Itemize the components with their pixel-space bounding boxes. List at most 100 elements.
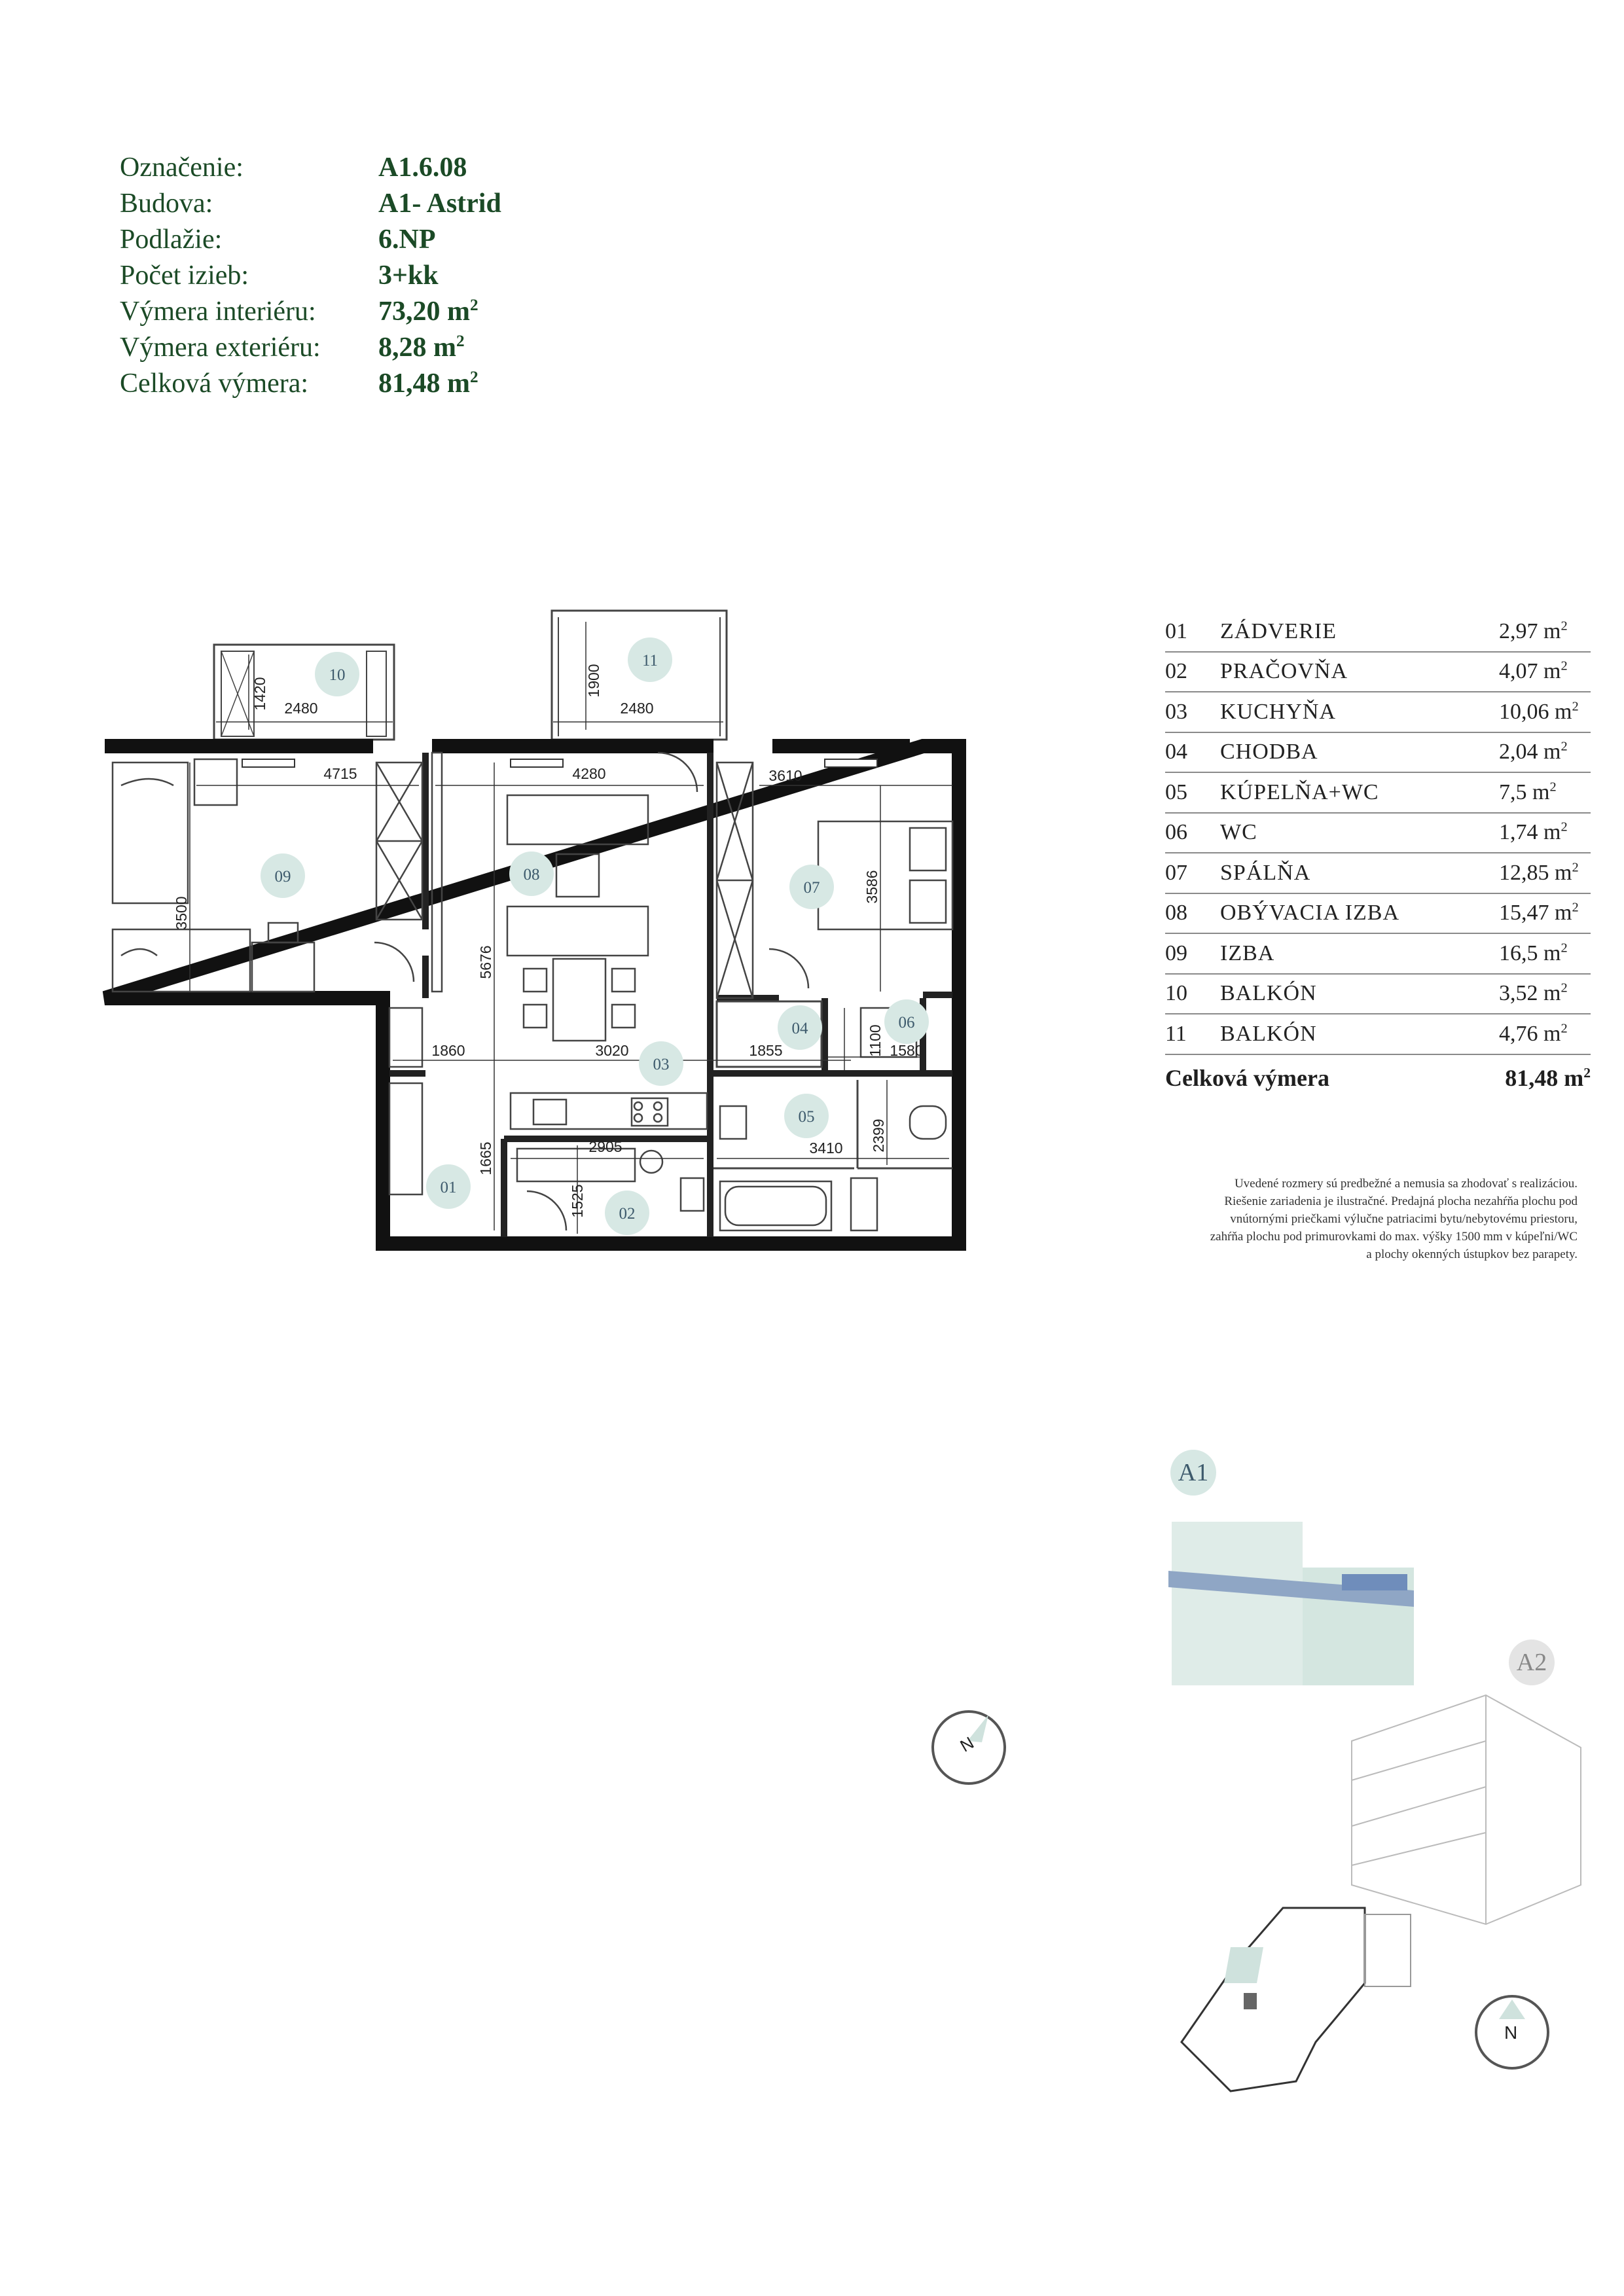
info-row: Celková výmera:81,48 m2 — [120, 365, 501, 401]
room-label-circle — [789, 865, 834, 909]
room-label-circle — [784, 1094, 829, 1138]
info-label: Celková výmera: — [120, 368, 309, 399]
info-row: Počet izieb:3+kk — [120, 257, 501, 293]
room-number: 02 — [1165, 659, 1187, 684]
room-name: BALKÓN — [1220, 1021, 1317, 1046]
room-label-circle — [639, 1041, 683, 1086]
info-row: Budova: A1- Astrid — [120, 185, 501, 221]
dimension-label: 4280 — [572, 765, 605, 782]
room-label: 07 — [804, 879, 820, 897]
info-value: A1- Astrid — [378, 188, 501, 219]
dimension-label: 2399 — [870, 1119, 887, 1152]
room-area: 15,47 m2 — [1499, 900, 1579, 925]
balcony-10 — [213, 643, 395, 741]
room-name: ZÁDVERIE — [1220, 619, 1337, 643]
room-label: 02 — [619, 1205, 636, 1223]
room-08-furniture — [431, 751, 698, 1042]
windows — [242, 759, 878, 768]
dimension-label: 3020 — [595, 1042, 628, 1059]
room-number: 01 — [1165, 619, 1187, 643]
kitchen-furniture — [388, 1007, 708, 1231]
room-row: 05 KÚPELŇA+WC 7,5 m2 — [1165, 773, 1591, 814]
interior-walls — [389, 753, 952, 1237]
info-label: Podlažie: — [120, 224, 223, 255]
room-label-circle — [261, 853, 305, 898]
room-number: 05 — [1165, 780, 1187, 804]
room-row: 11 BALKÓN 4,76 m2 — [1165, 1014, 1591, 1055]
room-area: 4,76 m2 — [1499, 1021, 1568, 1046]
room-name: PRAČOVŇA — [1220, 659, 1348, 684]
room-number: 11 — [1165, 1021, 1187, 1046]
room-table: 01 ZÁDVERIE 2,97 m2 02 PRAČOVŇA 4,07 m2 03 KUCH… — [1165, 612, 1591, 1101]
dimension-lines — [189, 622, 952, 1234]
dimension-label: 1420 — [251, 677, 268, 710]
bathroom-fixtures — [719, 1007, 947, 1232]
room-number: 09 — [1165, 941, 1187, 965]
info-label: Označenie: — [120, 152, 244, 183]
dimension-label: 2480 — [284, 700, 317, 717]
room-area: 2,97 m2 — [1499, 619, 1568, 643]
dimension-label: 1100 — [867, 1024, 884, 1056]
room-07-furniture — [715, 761, 954, 999]
dimension-label: 2905 — [588, 1138, 622, 1155]
dimension-label: 1525 — [569, 1184, 586, 1217]
room-area: 12,85 m2 — [1499, 860, 1579, 885]
dimension-label: 4715 — [323, 765, 357, 782]
room-label: 08 — [524, 866, 540, 884]
room-area: 4,07 m2 — [1499, 658, 1568, 684]
room-label: 09 — [275, 868, 291, 886]
room-number: 07 — [1165, 860, 1187, 885]
room-name: WC — [1220, 820, 1257, 845]
room-label-circle — [884, 999, 929, 1044]
info-label: Budova: — [120, 188, 213, 219]
room-label: 03 — [653, 1056, 670, 1073]
dimension-label: 2480 — [620, 700, 653, 717]
note-line: vnútornými priečkami výlučne patriacimi … — [1230, 1212, 1578, 1226]
total-label: Celková výmera — [1165, 1064, 1329, 1091]
room-label-circle — [778, 1005, 822, 1050]
room-area: 7,5 m2 — [1499, 780, 1557, 804]
thin-walls — [713, 1000, 952, 1170]
info-label: Výmera exteriéru: — [120, 332, 321, 363]
room-name: IZBA — [1220, 941, 1275, 965]
building-a1-label: A1 — [1170, 1450, 1216, 1496]
info-label: Výmera interiéru: — [120, 296, 316, 327]
room-name: KÚPELŇA+WC — [1220, 780, 1379, 804]
dimension-label: 3500 — [173, 896, 190, 929]
room-name: KUCHYŇA — [1220, 699, 1336, 724]
room-area: 1,74 m2 — [1499, 819, 1568, 845]
room-area: 16,5 m2 — [1499, 941, 1568, 965]
site-plan-illustration — [1180, 1907, 1411, 2092]
room-row: 09 IZBA 16,5 m2 — [1165, 934, 1591, 975]
room-area: 10,06 m2 — [1499, 699, 1579, 724]
room-row: 02 PRAČOVŇA 4,07 m2 — [1165, 653, 1591, 692]
room-label: 04 — [792, 1020, 809, 1037]
info-row: Výmera exteriéru: 8,28 m2 — [120, 329, 501, 365]
room-number: 03 — [1165, 699, 1187, 724]
info-value: 8,28 m2 — [378, 332, 465, 363]
room-label-circle — [426, 1164, 471, 1209]
room-area: 3,52 m2 — [1499, 980, 1568, 1006]
room-name: BALKÓN — [1220, 981, 1317, 1006]
compass-site-icon — [1475, 1995, 1549, 2070]
info-value: 3+kk — [378, 260, 439, 291]
total-row: Celková výmera 81,48 m2 — [1165, 1055, 1591, 1101]
room-number: 10 — [1165, 981, 1187, 1006]
total-value: 81,48 m2 — [1505, 1064, 1591, 1091]
dimension-label: 3610 — [768, 767, 802, 784]
dimension-label: 5676 — [477, 945, 494, 978]
room-name: CHODBA — [1220, 740, 1318, 764]
info-value: A1.6.08 — [378, 152, 467, 183]
building-a2-illustration — [1351, 1694, 1581, 1926]
info-row: Podlažie:6.NP — [120, 221, 501, 257]
dimension-label: 1900 — [585, 664, 602, 697]
disclaimer-note: Uvedené rozmery sú predbežné a nemusia s… — [1152, 1175, 1578, 1263]
note-line: Uvedené rozmery sú predbežné a nemusia s… — [1234, 1177, 1578, 1191]
info-value: 73,20 m2 — [378, 296, 478, 327]
building-a2-label: A2 — [1509, 1640, 1555, 1685]
